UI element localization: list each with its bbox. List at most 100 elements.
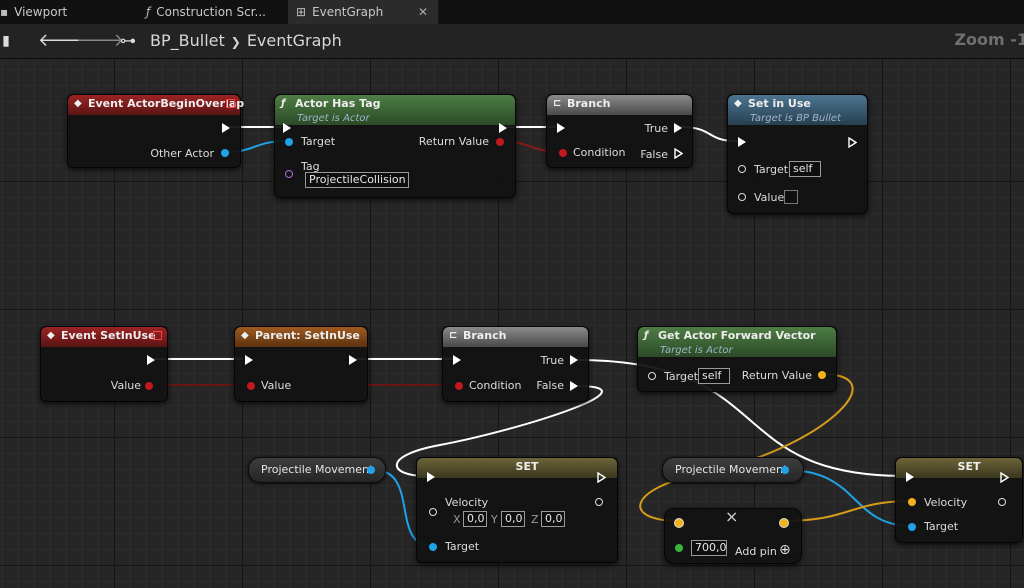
pin-label: Return Value (418, 135, 489, 148)
pin-label: Y (491, 513, 498, 526)
set-velocity-node-2[interactable]: SET Velocity Target (895, 457, 1023, 543)
projectile-movement-getter-1[interactable]: Projectile Movement (248, 457, 386, 483)
exec-in-pin[interactable] (557, 123, 565, 133)
multiply-node[interactable]: × 700,0 Add pin ⊕ (664, 507, 802, 564)
exec-out-pin[interactable] (222, 123, 230, 133)
exec-out-pin[interactable] (1000, 471, 1010, 484)
exec-in-pin[interactable] (245, 355, 253, 365)
back-arrow-icon[interactable]: 🡐 (38, 30, 87, 51)
true-exec-pin[interactable] (674, 123, 682, 133)
tag-pin[interactable] (285, 170, 293, 178)
pin-label: Target (754, 163, 789, 176)
exec-in-pin[interactable] (738, 137, 746, 147)
function-icon: ƒ (281, 98, 286, 109)
forward-arrow-icon[interactable]: 🡒 (76, 30, 125, 51)
pin-label: Return Value (741, 369, 812, 382)
component-out-pin[interactable] (367, 466, 375, 474)
velocity-x-field[interactable]: 0,0 (463, 511, 487, 527)
event-setinuse-node[interactable]: ◆Event SetInUse Value (40, 326, 168, 402)
condition-pin[interactable] (559, 149, 567, 157)
velocity-z-field[interactable]: 0,0 (541, 511, 565, 527)
exec-out-pin[interactable] (597, 471, 607, 484)
add-pin-icon[interactable]: ⊕ (779, 542, 791, 558)
parent-setinuse-node[interactable]: ◆Parent: SetInUse Value (234, 326, 368, 402)
exec-out-pin[interactable] (499, 123, 507, 133)
multiply-icon: × (725, 507, 739, 526)
exec-out-pin[interactable] (848, 136, 858, 149)
exec-in-pin[interactable] (427, 472, 435, 482)
vector-in-pin[interactable] (674, 518, 684, 528)
true-exec-pin[interactable] (570, 355, 578, 365)
target-pin[interactable] (908, 523, 916, 531)
delegate-pin-icon[interactable] (226, 99, 235, 108)
breadcrumb-graph[interactable]: EventGraph (246, 31, 342, 50)
branch-node-2[interactable]: ⊏Branch True Condition False (442, 326, 589, 402)
graph-icon: ⊞ (296, 5, 307, 19)
value-pin[interactable] (738, 193, 746, 201)
component-out-pin[interactable] (781, 466, 789, 474)
value-pin[interactable] (145, 382, 153, 390)
pin-label: Velocity (924, 496, 968, 509)
breadcrumb-blueprint[interactable]: BP_Bullet (150, 31, 225, 50)
other-actor-pin[interactable] (221, 149, 229, 157)
multiplier-field[interactable]: 700,0 (691, 540, 727, 556)
velocity-in-pin[interactable] (429, 508, 437, 516)
pin-label: True (644, 122, 668, 135)
function-icon: ƒ (146, 5, 151, 19)
exec-in-pin[interactable] (453, 355, 461, 365)
projectile-movement-getter-2[interactable]: Projectile Movement (662, 457, 804, 483)
delegate-pin-icon[interactable] (153, 331, 162, 340)
event-actor-begin-overlap-node[interactable]: ◆Event ActorBeginOverlap Other Actor (67, 94, 244, 168)
exec-in-pin[interactable] (283, 123, 291, 133)
zoom-level: Zoom -1 (954, 30, 1024, 49)
close-icon[interactable]: ✕ (417, 5, 428, 19)
pin-label: Value (261, 379, 292, 392)
value-checkbox[interactable] (784, 190, 798, 204)
velocity-out-pin[interactable] (595, 498, 603, 506)
target-pin[interactable] (648, 372, 656, 380)
velocity-out-pin[interactable] (998, 498, 1006, 506)
graph-toolbar: ▮ 🡐 🡒 ⊶ BP_Bullet❯EventGraph Zoom -1 (0, 24, 1024, 59)
node-header: ◆Parent: SetInUse (235, 327, 367, 347)
event-diamond-icon: ◆ (47, 330, 55, 341)
target-pin[interactable] (429, 543, 437, 551)
target-pin[interactable] (738, 165, 746, 173)
value-pin[interactable] (247, 382, 255, 390)
target-self-field[interactable]: self (698, 368, 730, 384)
false-exec-pin[interactable] (570, 381, 578, 391)
tab-eventgraph[interactable]: ⊞EventGraph ✕ (288, 0, 438, 24)
vector-out-pin[interactable] (779, 518, 789, 528)
bookmark-icon[interactable]: ▮ (2, 33, 10, 49)
pin-label: Target (301, 135, 336, 148)
exec-in-pin[interactable] (906, 472, 914, 482)
viewport-icon: ▪ (0, 5, 9, 19)
target-self-field[interactable]: self (789, 161, 821, 177)
velocity-in-pin[interactable] (908, 498, 916, 506)
pin-label: Other Actor (150, 147, 214, 160)
pin-label: Target (664, 370, 699, 383)
pin-label: Condition (573, 146, 626, 159)
exec-out-pin[interactable] (147, 355, 155, 365)
velocity-y-field[interactable]: 0,0 (501, 511, 525, 527)
return-value-pin[interactable] (496, 138, 504, 146)
condition-pin[interactable] (455, 382, 463, 390)
breadcrumb: BP_Bullet❯EventGraph (150, 30, 348, 52)
exec-out-pin[interactable] (349, 355, 357, 365)
tag-input[interactable]: ProjectileCollision (305, 172, 409, 188)
add-pin-button[interactable]: Add pin (735, 545, 777, 558)
false-exec-pin[interactable] (674, 147, 684, 160)
return-value-pin[interactable] (818, 371, 826, 379)
tab-viewport[interactable]: ▪Viewport (0, 0, 120, 24)
float-in-pin[interactable] (675, 544, 683, 552)
target-pin[interactable] (285, 138, 293, 146)
set-velocity-node-1[interactable]: SET Velocity X 0,0 Y 0,0 Z 0,0 Target (416, 457, 618, 563)
branch-node-1[interactable]: ⊏Branch True Condition False (546, 94, 693, 168)
pin-label: Target (924, 520, 959, 533)
